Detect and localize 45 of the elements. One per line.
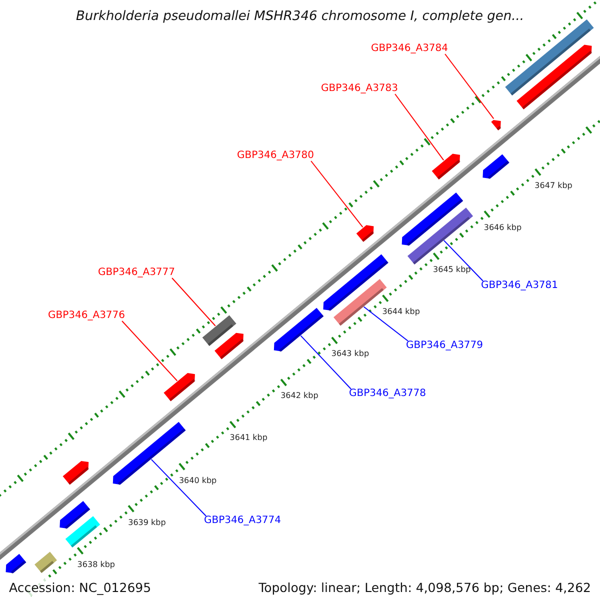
gene-feature bbox=[6, 554, 26, 574]
leader-line bbox=[310, 160, 364, 228]
leader-line bbox=[363, 306, 408, 342]
gene-label: GBP346_A3779 bbox=[406, 340, 484, 351]
scale-label: 3645 kbp bbox=[433, 265, 471, 274]
gene-feature bbox=[274, 308, 324, 352]
gene-feature bbox=[65, 516, 100, 548]
gene-feature bbox=[356, 225, 374, 242]
scale-label: 3644 kbp bbox=[382, 307, 420, 316]
gene-feature bbox=[60, 500, 90, 530]
scale-label: 3646 kbp bbox=[484, 222, 522, 232]
scale-label: 3647 kbp bbox=[534, 180, 572, 190]
scale-label: 3640 kbp bbox=[178, 476, 217, 485]
gene-label: GBP346_A3780 bbox=[237, 150, 314, 161]
gene-label: GBP346_A3781 bbox=[481, 280, 558, 291]
gene-feature bbox=[482, 154, 510, 180]
gene-feature bbox=[516, 44, 592, 110]
scale-label: 3639 kbp bbox=[128, 518, 166, 527]
gene-label: GBP346_A3784 bbox=[371, 43, 448, 54]
leader-line bbox=[122, 320, 178, 382]
gene-feature bbox=[62, 461, 90, 485]
gene-feature bbox=[164, 373, 196, 402]
leader-line bbox=[444, 54, 494, 120]
gene-label: GBP346_A3776 bbox=[48, 310, 126, 321]
leader-line bbox=[443, 240, 484, 282]
gene-label: GBP346_A3774 bbox=[204, 515, 282, 526]
scale-label: 3643 kbp bbox=[331, 349, 370, 358]
scale-label: 3638 kbp bbox=[77, 560, 115, 569]
leader-line bbox=[300, 335, 352, 390]
gene-feature bbox=[202, 315, 236, 346]
leader-line bbox=[394, 94, 444, 161]
scale-label: 3642 kbp bbox=[280, 391, 318, 400]
gene-feature bbox=[34, 552, 57, 574]
gene-feature bbox=[402, 192, 464, 246]
leader-line bbox=[150, 458, 206, 516]
title: Burkholderia pseudomallei MSHR346 chromosome I, complete gen... bbox=[76, 9, 524, 24]
gene-label: GBP346_A3777 bbox=[98, 267, 176, 278]
gene-feature bbox=[407, 208, 474, 264]
gene-feature bbox=[214, 332, 244, 360]
leader-line bbox=[172, 278, 216, 326]
gene-label: GBP346_A3778 bbox=[349, 388, 426, 399]
gene-feature bbox=[432, 154, 460, 180]
gene-label: GBP346_A3783 bbox=[321, 83, 398, 94]
scale-label: 3641 kbp bbox=[230, 433, 268, 442]
gene-feature bbox=[491, 120, 502, 130]
